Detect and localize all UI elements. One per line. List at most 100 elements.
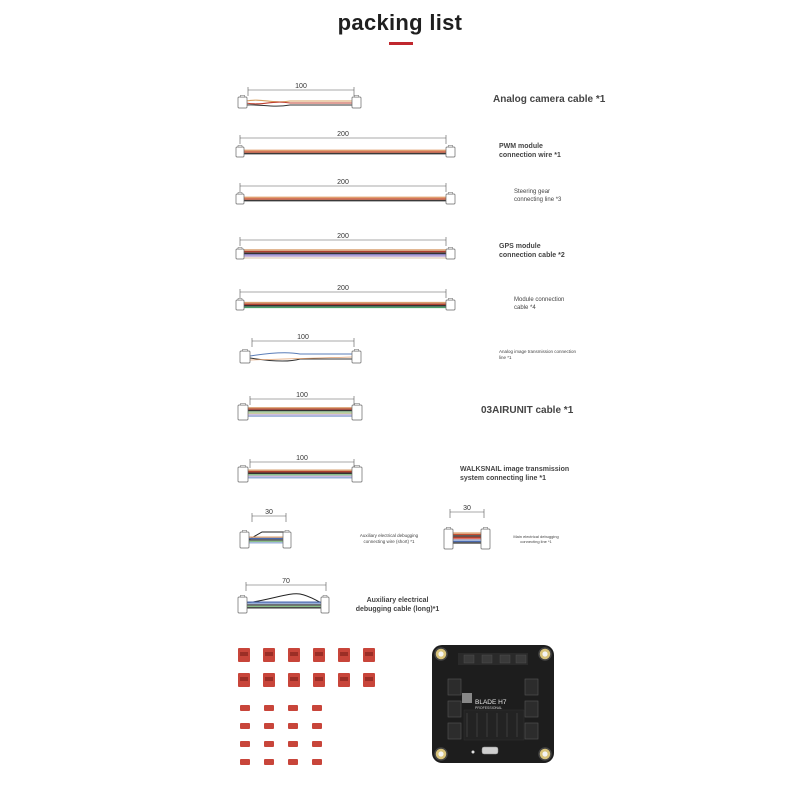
connector-latch: [448, 192, 453, 195]
connector-latch: [237, 192, 243, 195]
connector-latch: [354, 95, 359, 98]
dimension-value: 200: [337, 285, 349, 292]
top-connector: [463, 654, 475, 664]
connector-latch: [448, 247, 453, 250]
spare-connector-slot: [265, 677, 273, 681]
connector-latch: [237, 247, 243, 250]
label-walksnail-line: WALKSNAIL image transmission system conn…: [460, 466, 570, 482]
dimension-value: 100: [296, 392, 308, 399]
spare-connector-small: [288, 759, 298, 765]
spare-connector-small: [288, 723, 298, 729]
connector: [282, 531, 292, 549]
spare-connector-small: [312, 759, 322, 765]
label-analog-camera-cable: Analog camera cable *1: [493, 94, 606, 105]
spare-connectors: [238, 648, 375, 765]
top-connector: [499, 654, 511, 664]
connector-latch: [354, 465, 360, 468]
connector-latch: [448, 298, 453, 301]
top-connector: [481, 654, 493, 664]
spare-connector-slot: [265, 652, 273, 656]
connector: [480, 528, 491, 550]
label-module-connection-cable: Module connection cable *4: [514, 297, 565, 311]
dimension-value: 30: [463, 505, 471, 512]
spare-connector-slot: [240, 677, 248, 681]
connector: [443, 528, 454, 550]
spare-connector-small: [288, 705, 298, 711]
spare-connector-small: [312, 723, 322, 729]
connector-latch: [240, 95, 245, 98]
heatsink: [463, 709, 525, 741]
label-pwm-module-wire: PWM module connection wire *1: [499, 143, 561, 159]
label-aux-debug-long: Auxiliary electrical debugging cable (lo…: [355, 597, 440, 613]
wire: [245, 99, 352, 103]
board-led: [471, 750, 475, 754]
spare-connector-slot: [365, 677, 373, 681]
wire: [249, 356, 353, 361]
spare-connector-slot: [340, 652, 348, 656]
connector: [445, 193, 456, 205]
connector: [351, 466, 363, 483]
cable-module-connection: 200: [235, 285, 456, 311]
connector: [235, 193, 245, 205]
spare-connector-slot: [290, 677, 298, 681]
page-title: packing list: [337, 10, 463, 35]
dimension-value: 30: [265, 509, 273, 516]
cable-main-debug: 30: [443, 505, 491, 550]
connector: [237, 596, 248, 614]
label-analog-image-transmission-line: Analog image transmission connection lin…: [499, 349, 577, 360]
label-main-debug-line: Main electrical debugging connecting lin…: [513, 534, 559, 544]
mounting-hole-center: [542, 751, 548, 757]
dimension-value: 100: [296, 455, 308, 462]
dimension-value: 200: [337, 131, 349, 138]
label-gps-module-cable: GPS module connection cable *2: [499, 243, 565, 259]
wire: [249, 357, 352, 362]
connector: [320, 596, 330, 614]
connector-latch: [284, 530, 290, 533]
connector: [351, 404, 363, 421]
spare-connector-slot: [290, 652, 298, 656]
connector-latch: [242, 530, 247, 533]
mounting-hole-center: [438, 751, 444, 757]
board-model: BLADE H7: [475, 699, 507, 706]
connector: [445, 299, 456, 311]
spare-connector-small: [312, 741, 322, 747]
spare-connector-small: [240, 741, 250, 747]
connector-latch: [242, 349, 248, 352]
connector-latch: [240, 465, 246, 468]
spare-connector-small: [264, 759, 274, 765]
cable-analog-camera: 100: [237, 83, 362, 109]
cable-steering-gear: 200: [235, 179, 456, 205]
connector-latch: [354, 349, 359, 352]
side-connector: [447, 678, 462, 696]
connector-latch: [354, 403, 360, 406]
spare-connector-small: [240, 723, 250, 729]
label-03airunit-cable: 03AIRUNIT cable *1: [481, 405, 574, 416]
connector-latch: [240, 403, 246, 406]
cable-aux-debug-short: 30: [239, 509, 292, 549]
side-connector: [524, 700, 539, 718]
spare-connector-small: [312, 705, 322, 711]
connector-latch: [240, 595, 245, 598]
wire: [245, 104, 352, 107]
spare-connector-small: [288, 741, 298, 747]
spare-connector-small: [264, 741, 274, 747]
dimension-value: 100: [297, 334, 309, 341]
connector-latch: [448, 145, 453, 148]
top-connector-row: [458, 653, 528, 665]
dimension-value: 70: [282, 578, 290, 585]
top-connector: [515, 654, 527, 664]
dimension-value: 200: [337, 233, 349, 240]
connector: [445, 248, 456, 260]
connector: [237, 404, 249, 421]
spare-connector-small: [264, 723, 274, 729]
wire: [249, 352, 352, 357]
spare-connector-slot: [240, 652, 248, 656]
spare-connector-slot: [365, 652, 373, 656]
board-subtitle: PROFESSIONAL: [475, 706, 502, 710]
spare-connector-small: [240, 705, 250, 711]
cable-walksnail: 100: [237, 455, 363, 483]
side-connector: [447, 722, 462, 740]
mounting-hole-center: [542, 651, 548, 657]
